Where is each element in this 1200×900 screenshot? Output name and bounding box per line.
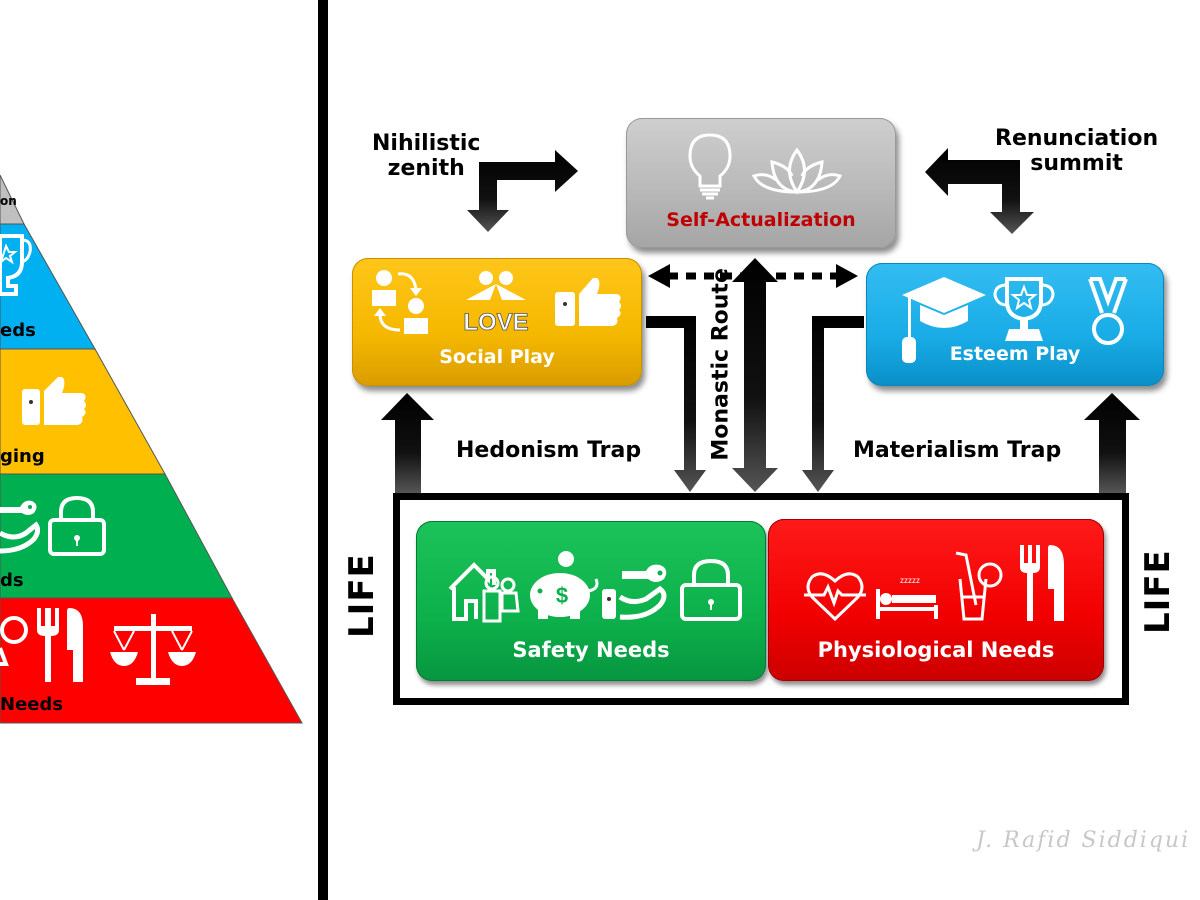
monastic-route-arrow xyxy=(732,258,778,492)
dotted-double-arrow xyxy=(648,264,858,288)
thumbs-up-icon xyxy=(22,377,86,425)
nihilistic-zenith-line1: Nihilistic xyxy=(372,131,481,156)
self-actualization-title: Self-Actualization xyxy=(666,209,856,231)
social-play-title: Social Play xyxy=(439,346,555,368)
trophy-icon xyxy=(0,234,32,296)
safety-needs-title: Safety Needs xyxy=(512,638,670,662)
esteem-play-title: Esteem Play xyxy=(949,343,1081,365)
pyramid-label-belonging: ging xyxy=(0,446,45,467)
self-actualization-box[interactable]: Self-Actualization xyxy=(626,118,896,248)
physiological-needs-title: Physiological Needs xyxy=(817,638,1055,662)
life-label-right: LIFE xyxy=(1138,549,1178,634)
pyramid-label-safety: ds xyxy=(0,570,24,591)
graduation-cap-icon xyxy=(902,277,986,363)
pyramid: on eds ging ds Needs xyxy=(0,0,318,900)
svg-text:LOVE: LOVE xyxy=(463,309,528,334)
monastic-route-label: Monastic Route xyxy=(708,268,734,461)
social-play-box[interactable]: LOVE Social Play xyxy=(352,258,642,386)
vertical-divider xyxy=(318,0,328,900)
life-label-left: LIFE xyxy=(342,553,382,638)
physiological-needs-box[interactable]: zzzzz Physiological Needs xyxy=(768,519,1104,681)
esteem-play-box[interactable]: Esteem Play xyxy=(866,263,1164,386)
trophy-icon xyxy=(993,277,1055,341)
nihilistic-zenith-line2: zenith xyxy=(387,156,465,182)
pyramid-label-physiological: Needs xyxy=(0,694,64,715)
life-to-social-arrow xyxy=(381,393,434,493)
lotus-icon xyxy=(752,147,842,195)
fork-knife-icon xyxy=(37,608,83,682)
thumbs-up-icon xyxy=(555,278,621,326)
drink-icon xyxy=(955,551,1003,621)
heartbeat-icon xyxy=(804,572,866,622)
scales-icon xyxy=(110,614,196,685)
pyramid-label-self-actualization: on xyxy=(0,194,17,208)
hand-key-icon xyxy=(602,564,667,620)
renunciation-summit-line2: summit xyxy=(1030,151,1123,177)
medal-icon xyxy=(1088,277,1128,345)
padlock-icon xyxy=(48,495,106,556)
home-family-icon xyxy=(448,562,520,623)
pyramid-label-esteem: eds xyxy=(0,320,36,341)
people-exchange-icon xyxy=(372,270,428,334)
author-signature: J. Rafid Siddiqui xyxy=(976,828,1191,853)
hedonism-trap-label: Hedonism Trap xyxy=(456,438,642,463)
renunciation-summit-line1: Renunciation xyxy=(995,126,1159,151)
nihilistic-arrow xyxy=(467,150,578,232)
love-couple-icon: LOVE xyxy=(463,271,529,334)
renunciation-summit-label: Renunciation summit xyxy=(995,126,1158,177)
fork-knife-icon xyxy=(1020,545,1064,621)
sleeping-bed-icon: zzzzz xyxy=(876,576,938,619)
materialism-trap-label: Materialism Trap xyxy=(853,438,1062,463)
materialism-down-arrow xyxy=(802,316,864,492)
renunciation-arrow xyxy=(925,148,1034,234)
nihilistic-zenith-label: Nihilistic zenith xyxy=(372,131,480,182)
life-to-esteem-arrow xyxy=(1084,393,1140,493)
hand-key-icon xyxy=(0,500,40,554)
padlock-icon xyxy=(680,558,742,621)
svg-text:zzzzz: zzzzz xyxy=(900,576,920,585)
safety-needs-box[interactable]: $ Safety Needs xyxy=(416,521,766,681)
lightbulb-icon xyxy=(688,133,732,200)
piggy-bank-icon: $ xyxy=(530,551,599,619)
hedonism-down-arrow xyxy=(646,316,706,492)
svg-text:$: $ xyxy=(556,583,568,608)
drink-icon xyxy=(0,616,28,666)
